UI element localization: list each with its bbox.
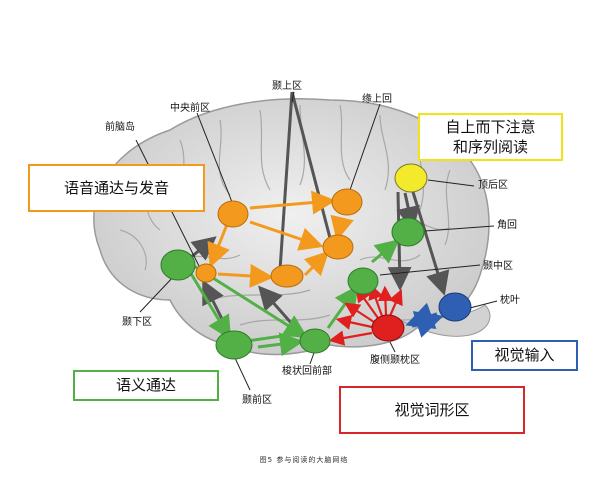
box-semantic-text: 语义通达: [115, 376, 176, 395]
node-middle-temporal: [347, 267, 379, 295]
label-marginal-gyrus: 缘上回: [362, 94, 392, 105]
box-top-down-line2: 和序列阅读: [452, 138, 528, 156]
node-angular: [391, 217, 425, 247]
blue-connection-return: [411, 311, 444, 338]
node-marginal-gyrus: [331, 188, 363, 216]
box-phonology-text: 语音通达与发音: [63, 178, 169, 197]
label-supramarginal: 颞上区: [272, 81, 302, 92]
node-precentral: [217, 200, 249, 228]
node-anterior-fusiform: [299, 328, 331, 354]
label-ventral-occipitotemporal: 腹侧颞枕区: [370, 355, 420, 366]
label-middle-temporal: 颞中区: [483, 261, 513, 272]
box-phonology: 语音通达与发音: [28, 164, 205, 212]
box-visual-word-form-text: 视觉词形区: [394, 400, 470, 419]
red-connections: [328, 283, 403, 346]
node-insula: [195, 263, 217, 283]
box-visual-word-form: 视觉词形区: [339, 386, 525, 434]
label-insula: 前脑岛: [105, 122, 135, 133]
box-visual-input: 视觉输入: [471, 340, 578, 371]
node-superior-temporal: [322, 234, 354, 260]
label-occipital: 枕叶: [500, 295, 520, 306]
box-top-down-line1: 自上而下注意: [445, 117, 536, 136]
label-anterior-fusiform: 梭状回前部: [282, 366, 332, 377]
label-precentral: 中央前区: [170, 103, 210, 114]
node-ventral-occipitotemporal: [371, 314, 405, 342]
figure-caption: 图5 参与阅读的大脑网络: [259, 456, 349, 464]
node-top-parietal: [394, 163, 428, 193]
node-mid-orange: [270, 264, 304, 288]
node-inferior-frontal: [160, 249, 196, 281]
label-inferior-frontal: 颞下区: [122, 317, 152, 328]
box-semantic-access: 语义通达: [73, 370, 219, 401]
label-angular: 角回: [497, 220, 517, 231]
box-visual-input-text: 视觉输入: [494, 346, 555, 365]
node-occipital: [438, 292, 472, 322]
label-top-parietal: 顶后区: [478, 180, 508, 191]
green-connections: [188, 239, 400, 357]
box-top-down-attention: 自上而下注意 和序列阅读: [418, 113, 563, 161]
node-anterior-temporal: [215, 330, 253, 360]
label-anterior-temporal: 颞前区: [242, 395, 272, 406]
orange-connections: [207, 190, 354, 288]
